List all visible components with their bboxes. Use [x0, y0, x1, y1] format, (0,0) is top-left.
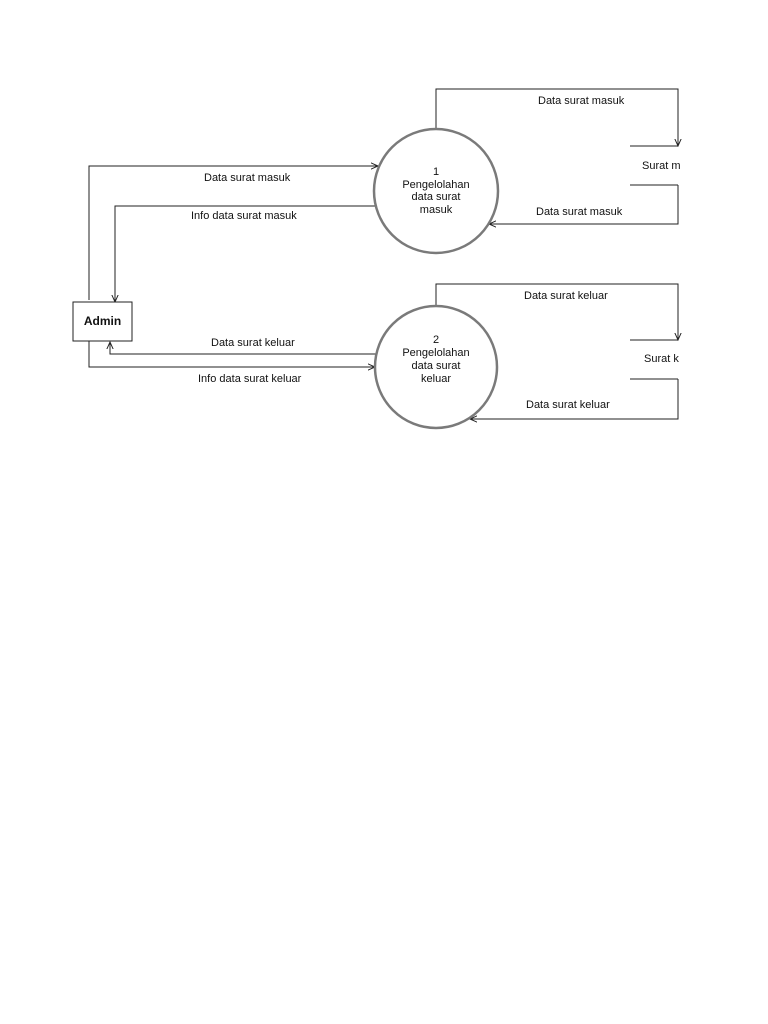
process-1-line-2: data surat [412, 191, 461, 203]
flow-label-admin-to-process-1: Data surat masuk [204, 172, 291, 184]
process-2-line-2: data surat [412, 360, 461, 372]
flow-admin-to-process-2 [88, 341, 375, 367]
flow-label-process-2-to-store-2: Data surat keluar [524, 290, 608, 302]
flow-process-2-to-store-2 [435, 283, 678, 340]
data-store-1-label: Surat m [642, 160, 681, 172]
flow-label-admin-to-process-2: Info data surat keluar [198, 373, 302, 385]
process-1-line-1: Pengelolahan [402, 179, 469, 191]
flow-store-1-to-process-1 [489, 185, 679, 224]
admin-entity-label: Admin [84, 314, 121, 328]
process-1-line-3: masuk [420, 204, 453, 216]
flow-label-store-1-to-process-1: Data surat masuk [536, 206, 623, 218]
data-store-2-label: Surat k [644, 353, 679, 365]
admin-entity: Admin [72, 301, 133, 342]
data-store-2: Surat k [630, 339, 679, 380]
data-store-1: Surat m [630, 145, 681, 186]
flow-process-1-to-admin [115, 205, 375, 302]
process-2: 2 Pengelolahan data surat keluar [373, 304, 499, 430]
flow-label-store-2-to-process-2: Data surat keluar [526, 399, 610, 411]
process-2-number: 2 [433, 334, 439, 346]
flow-label-process-1-to-admin: Info data surat masuk [191, 210, 297, 222]
process-2-circle [373, 304, 499, 430]
process-2-line-1: Pengelolahan [402, 347, 469, 359]
flow-label-process-1-to-store-1: Data surat masuk [538, 95, 625, 107]
flow-store-2-to-process-2 [470, 379, 679, 419]
flow-label-process-2-to-admin: Data surat keluar [211, 337, 295, 349]
process-1: 1 Pengelolahan data surat masuk [372, 127, 500, 255]
process-1-circle [372, 127, 500, 255]
process-2-line-3: keluar [421, 373, 451, 385]
flow-process-2-to-admin [110, 342, 376, 355]
flow-process-1-to-store-1 [435, 88, 678, 146]
admin-entity-box [72, 301, 133, 342]
process-1-number: 1 [433, 166, 439, 178]
flow-admin-to-process-1 [88, 166, 378, 300]
